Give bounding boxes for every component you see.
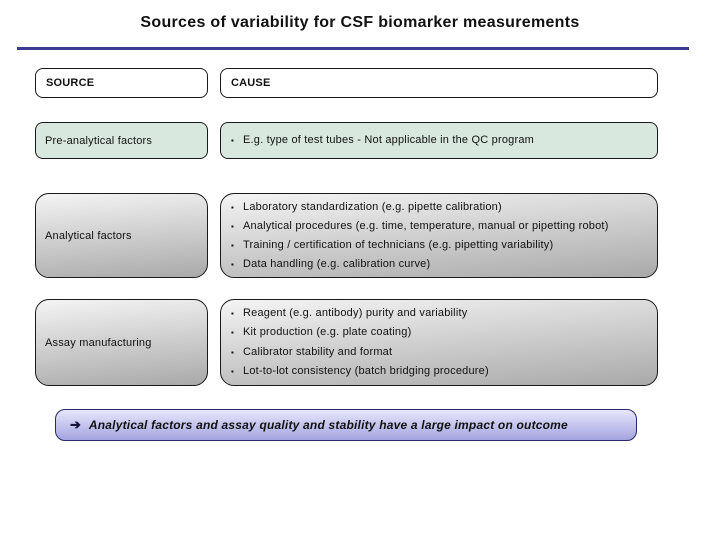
- cause-text: Training / certification of technicians …: [243, 239, 554, 251]
- cause-text: Kit production (e.g. plate coating): [243, 326, 412, 339]
- cause-box-assay: ▪ Reagent (e.g. antibody) purity and var…: [220, 299, 658, 386]
- cause-bullet: ▪ Lot-to-lot consistency (batch bridging…: [229, 362, 649, 381]
- cause-text: Calibrator stability and format: [243, 345, 393, 358]
- cause-box-pre-analytical: ▪ E.g. type of test tubes - Not applicab…: [220, 122, 658, 159]
- bullet-icon: ▪: [231, 366, 235, 376]
- title-underline: [17, 47, 689, 50]
- source-box-pre-analytical: Pre-analytical factors: [35, 122, 208, 159]
- header-cause-label: CAUSE: [231, 77, 271, 89]
- source-box-assay: Assay manufacturing: [35, 299, 208, 386]
- source-label: Pre-analytical factors: [45, 134, 153, 147]
- bullet-icon: ▪: [231, 203, 235, 212]
- header-cause-box: CAUSE: [220, 68, 658, 98]
- cause-bullet: ▪ Data handling (e.g. calibration curve): [229, 255, 649, 274]
- cause-bullet: ▪ Training / certification of technician…: [229, 236, 649, 255]
- source-label: Analytical factors: [45, 229, 132, 242]
- bullet-icon: ▪: [231, 347, 235, 357]
- cause-bullet: ▪ E.g. type of test tubes - Not applicab…: [229, 131, 649, 150]
- bullet-icon: ▪: [231, 136, 235, 145]
- conclusion-text: Analytical factors and assay quality and…: [88, 418, 568, 432]
- cause-bullet: ▪ Calibrator stability and format: [229, 343, 649, 362]
- source-box-analytical: Analytical factors: [35, 193, 208, 278]
- cause-bullet: ▪ Laboratory standardization (e.g. pipet…: [229, 198, 649, 217]
- header-source-box: SOURCE: [35, 68, 208, 98]
- source-label: Assay manufacturing: [45, 336, 152, 349]
- cause-text: E.g. type of test tubes - Not applicable…: [243, 134, 535, 146]
- cause-text: Laboratory standardization (e.g. pipette…: [243, 201, 502, 213]
- bullet-icon: ▪: [231, 241, 235, 250]
- right-arrow-icon: ➔: [70, 417, 81, 432]
- cause-box-analytical: ▪ Laboratory standardization (e.g. pipet…: [220, 193, 658, 278]
- cause-text: Lot-to-lot consistency (batch bridging p…: [243, 364, 489, 377]
- cause-bullet: ▪ Kit production (e.g. plate coating): [229, 323, 649, 342]
- bullet-icon: ▪: [231, 309, 235, 319]
- bullet-icon: ▪: [231, 328, 235, 338]
- cause-bullet: ▪ Reagent (e.g. antibody) purity and var…: [229, 304, 649, 323]
- bullet-icon: ▪: [231, 222, 235, 231]
- bullet-icon: ▪: [231, 260, 235, 269]
- cause-text: Analytical procedures (e.g. time, temper…: [243, 220, 609, 232]
- page-title: Sources of variability for CSF biomarker…: [140, 14, 580, 31]
- conclusion-callout: ➔ Analytical factors and assay quality a…: [55, 409, 637, 441]
- cause-text: Reagent (e.g. antibody) purity and varia…: [243, 307, 468, 320]
- header-source-label: SOURCE: [46, 77, 95, 89]
- cause-text: Data handling (e.g. calibration curve): [243, 258, 431, 270]
- cause-bullet: ▪ Analytical procedures (e.g. time, temp…: [229, 217, 649, 236]
